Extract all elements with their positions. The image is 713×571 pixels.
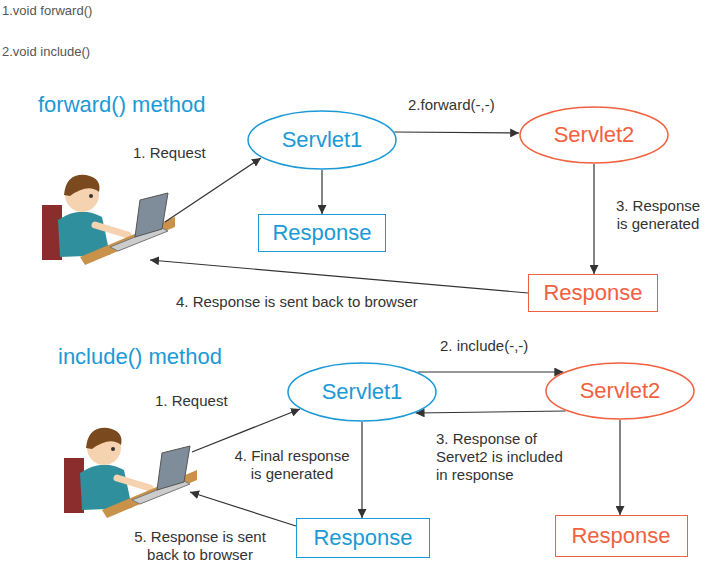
node-text: Servlet2 bbox=[580, 378, 661, 404]
call-arrow bbox=[418, 371, 563, 372]
node-text: Servlet1 bbox=[282, 127, 363, 153]
step-label: 1. Request bbox=[133, 144, 206, 162]
node-text: Servlet1 bbox=[322, 379, 403, 405]
request-arrow bbox=[165, 158, 261, 222]
user-figure bbox=[64, 428, 197, 518]
step-label: 5. Response is sent back to browser bbox=[122, 528, 278, 564]
node-text: Servlet2 bbox=[554, 122, 635, 148]
request-arrow bbox=[192, 409, 300, 452]
node-text: Response bbox=[272, 220, 371, 246]
node-text: Response bbox=[571, 523, 670, 549]
servlet-ellipse: Servlet2 bbox=[519, 106, 669, 164]
step-label: 1. Request bbox=[155, 392, 228, 410]
call-arrow bbox=[593, 164, 594, 274]
ellipse-outline bbox=[248, 111, 396, 169]
edge-label: 2. include(-,-) bbox=[440, 337, 528, 355]
response-box: Response bbox=[296, 518, 430, 558]
call-arrow bbox=[394, 132, 519, 133]
ellipse-outline bbox=[288, 363, 436, 421]
call-arrow bbox=[619, 420, 620, 515]
servlet-ellipse: Servlet1 bbox=[247, 110, 397, 170]
response-box: Response bbox=[258, 214, 386, 252]
ellipse-outline bbox=[520, 107, 668, 163]
servlet-ellipse: Servlet2 bbox=[545, 362, 695, 420]
response-box: Response bbox=[555, 515, 688, 557]
step-label: 4. Response is sent back to browser bbox=[176, 293, 418, 311]
servlet-ellipse: Servlet1 bbox=[287, 362, 437, 422]
section-heading: forward() method bbox=[38, 92, 206, 118]
response-arrow bbox=[190, 492, 296, 526]
section-heading: include() method bbox=[58, 344, 222, 370]
call-arrow bbox=[416, 411, 566, 413]
edge-label: 4. Final response is generated bbox=[232, 447, 352, 483]
method-item: 1.void forward() bbox=[2, 3, 92, 19]
ellipse-outline bbox=[546, 363, 694, 419]
call-arrow bbox=[361, 422, 362, 518]
node-text: Response bbox=[543, 280, 642, 306]
response-box: Response bbox=[528, 274, 658, 312]
edge-label: 3. Response of Servet2 is included in re… bbox=[436, 430, 576, 484]
edge-label: 3. Response is generated bbox=[612, 197, 704, 233]
edge-label: 2.forward(-,-) bbox=[408, 96, 495, 114]
node-text: Response bbox=[313, 525, 412, 551]
call-arrow bbox=[321, 170, 322, 214]
response-arrow bbox=[150, 260, 528, 293]
user-figure bbox=[42, 175, 175, 265]
method-item: 2.void include() bbox=[2, 44, 90, 60]
